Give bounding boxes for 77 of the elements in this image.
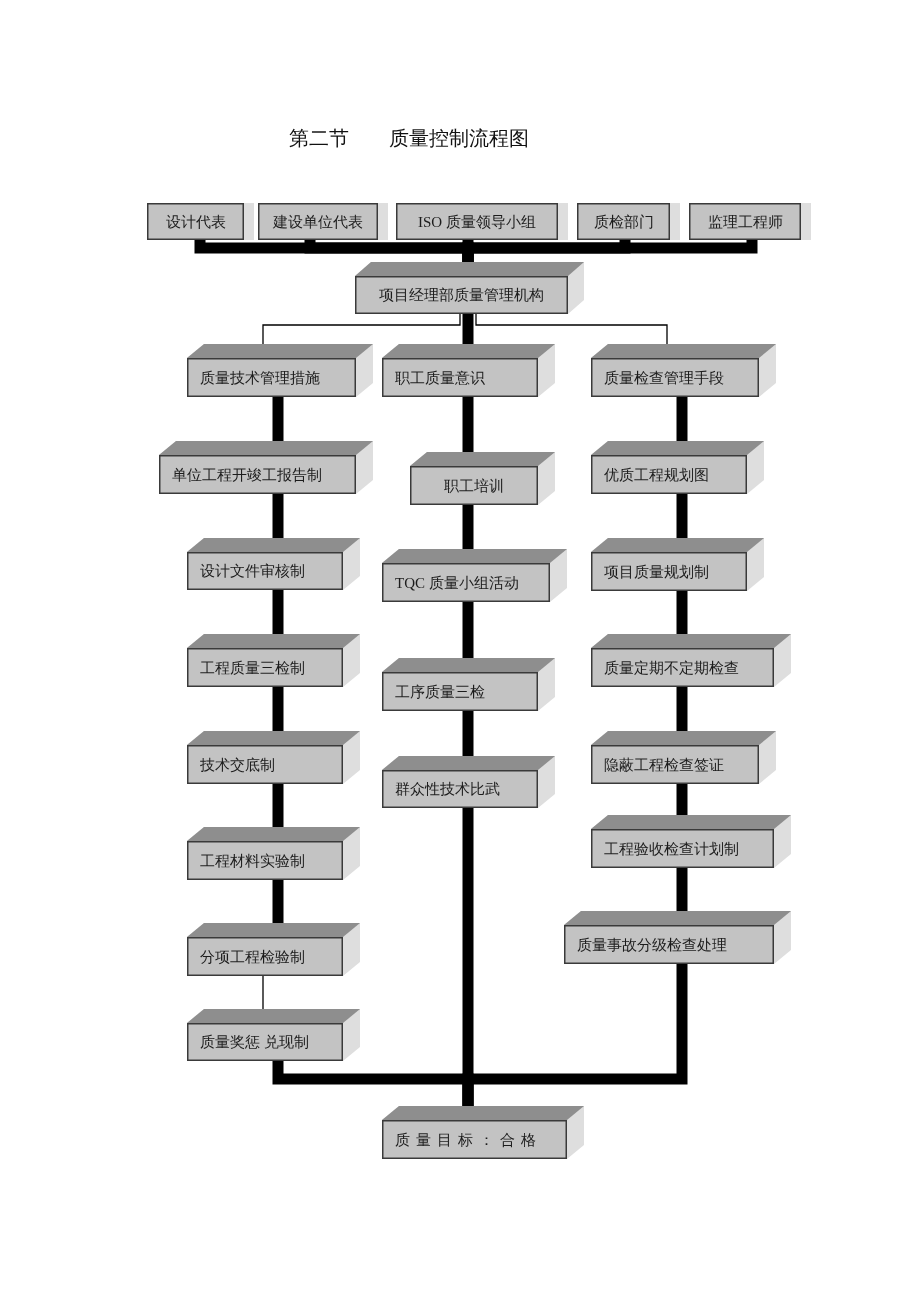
step-label: 质检部门 (593, 212, 654, 231)
thick-connector (272, 880, 284, 923)
process-block (591, 634, 791, 687)
thick-connector (462, 964, 688, 1106)
process-block (382, 1106, 584, 1159)
diagram-title: 第二节 质量控制流程图 (289, 125, 530, 152)
thick-connector (676, 784, 688, 815)
process-block (577, 203, 680, 240)
thick-connector (272, 494, 284, 538)
process-block (382, 658, 555, 711)
process-block (187, 923, 360, 976)
process-block (689, 203, 811, 240)
step-label: 监理工程师 (707, 212, 783, 231)
thick-connector (462, 240, 758, 262)
step-label: 群众性技术比武 (395, 780, 500, 798)
process-block (396, 203, 568, 240)
step-label: 设计代表 (165, 212, 226, 231)
process-block (382, 549, 567, 602)
process-block (591, 815, 791, 868)
process-block (355, 262, 584, 314)
process-block (258, 203, 388, 240)
step-label: 质量奖惩 兑现制 (200, 1033, 309, 1051)
thick-connector (462, 711, 474, 756)
process-block (187, 634, 360, 687)
step-label: 质量检查管理手段 (604, 368, 724, 387)
step-label: 质量目标：合格 (395, 1130, 542, 1149)
process-block (147, 203, 254, 240)
process-block (187, 731, 360, 784)
process-block (187, 1009, 360, 1061)
process-block (591, 538, 764, 591)
thick-connector (462, 314, 474, 344)
step-label: 工程材料实验制 (200, 851, 305, 870)
step-label: 设计文件审核制 (200, 562, 305, 580)
step-label: 质量技术管理措施 (200, 368, 320, 387)
step-label: 项目经理部质量管理机构 (379, 286, 544, 304)
step-label: 职工质量意识 (395, 368, 485, 387)
step-label: 单位工程开竣工报告制 (172, 465, 322, 484)
thick-connector (462, 397, 474, 452)
process-block (591, 441, 764, 494)
process-block (564, 911, 791, 964)
process-block (591, 344, 776, 397)
thick-connector (676, 687, 688, 731)
thick-connector (462, 505, 474, 549)
process-block (382, 344, 555, 397)
step-label: ISO 质量领导小组 (418, 212, 536, 231)
thick-connector (272, 590, 284, 634)
thick-connector (272, 397, 284, 441)
thick-connector (676, 494, 688, 538)
step-label: 工序质量三检 (395, 682, 485, 701)
thick-connector (272, 784, 284, 827)
step-label: 项目质量规划制 (604, 562, 709, 581)
step-label: 质量事故分级检查处理 (577, 935, 727, 954)
step-label: 隐蔽工程检查签证 (604, 755, 724, 774)
process-block (187, 344, 373, 397)
process-block (410, 452, 555, 505)
connector-line (475, 313, 668, 345)
step-label: 建设单位代表 (273, 212, 363, 231)
thick-connector (676, 591, 688, 634)
connector-line (262, 313, 461, 345)
process-block (591, 731, 776, 784)
step-label: TQC 质量小组活动 (395, 573, 519, 592)
connector-line (262, 975, 264, 1010)
step-label: 分项工程检验制 (200, 947, 305, 966)
process-block (187, 538, 360, 590)
thick-connector (462, 602, 474, 658)
step-label: 工程验收检查计划制 (604, 839, 739, 858)
step-label: 职工培训 (444, 476, 504, 495)
process-block (187, 827, 360, 880)
step-label: 优质工程规划图 (604, 465, 709, 484)
process-block (159, 441, 373, 494)
process-block (382, 756, 555, 808)
thick-connector (676, 397, 688, 441)
thick-connector (272, 687, 284, 731)
step-label: 工程质量三检制 (200, 658, 305, 677)
thick-connector (676, 868, 688, 911)
step-label: 质量定期不定期检查 (604, 658, 739, 677)
step-label: 技术交底制 (200, 755, 275, 774)
